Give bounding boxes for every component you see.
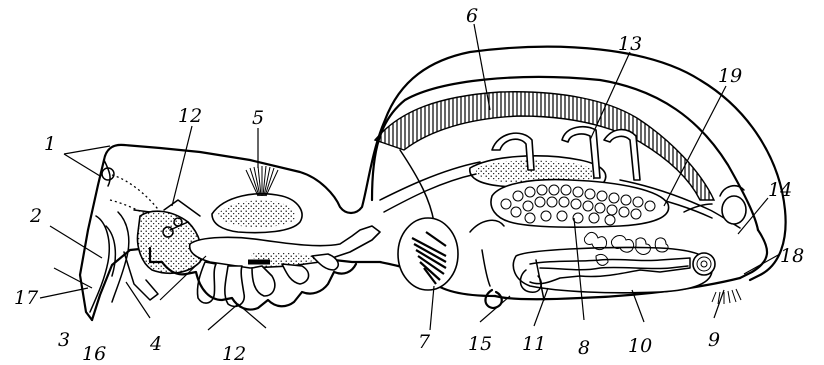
label-7: 7 [418,331,431,353]
label-15: 15 [468,333,492,355]
labels: 1 2 17 3 16 4 12 5 12 6 13 19 14 18 7 15… [14,5,804,365]
label-13: 13 [618,33,642,55]
label-1: 1 [44,133,56,155]
label-5: 5 [252,107,264,129]
buccal-mass [212,166,302,233]
label-9: 9 [708,329,720,351]
label-4: 4 [149,333,162,355]
label-12-bottom: 12 [222,343,246,365]
label-18: 18 [780,245,804,267]
label-10: 10 [628,335,652,357]
label-11: 11 [522,333,546,355]
radula-sac [398,218,458,290]
label-14: 14 [768,179,792,201]
gonad [491,180,669,228]
label-17: 17 [14,287,39,309]
label-6: 6 [466,5,478,27]
label-8: 8 [578,337,590,359]
label-3: 3 [58,329,70,351]
label-19: 19 [718,65,742,87]
label-16: 16 [82,343,106,365]
inner-organs [513,232,715,292]
label-2: 2 [29,205,42,227]
label-12-top: 12 [178,105,202,127]
